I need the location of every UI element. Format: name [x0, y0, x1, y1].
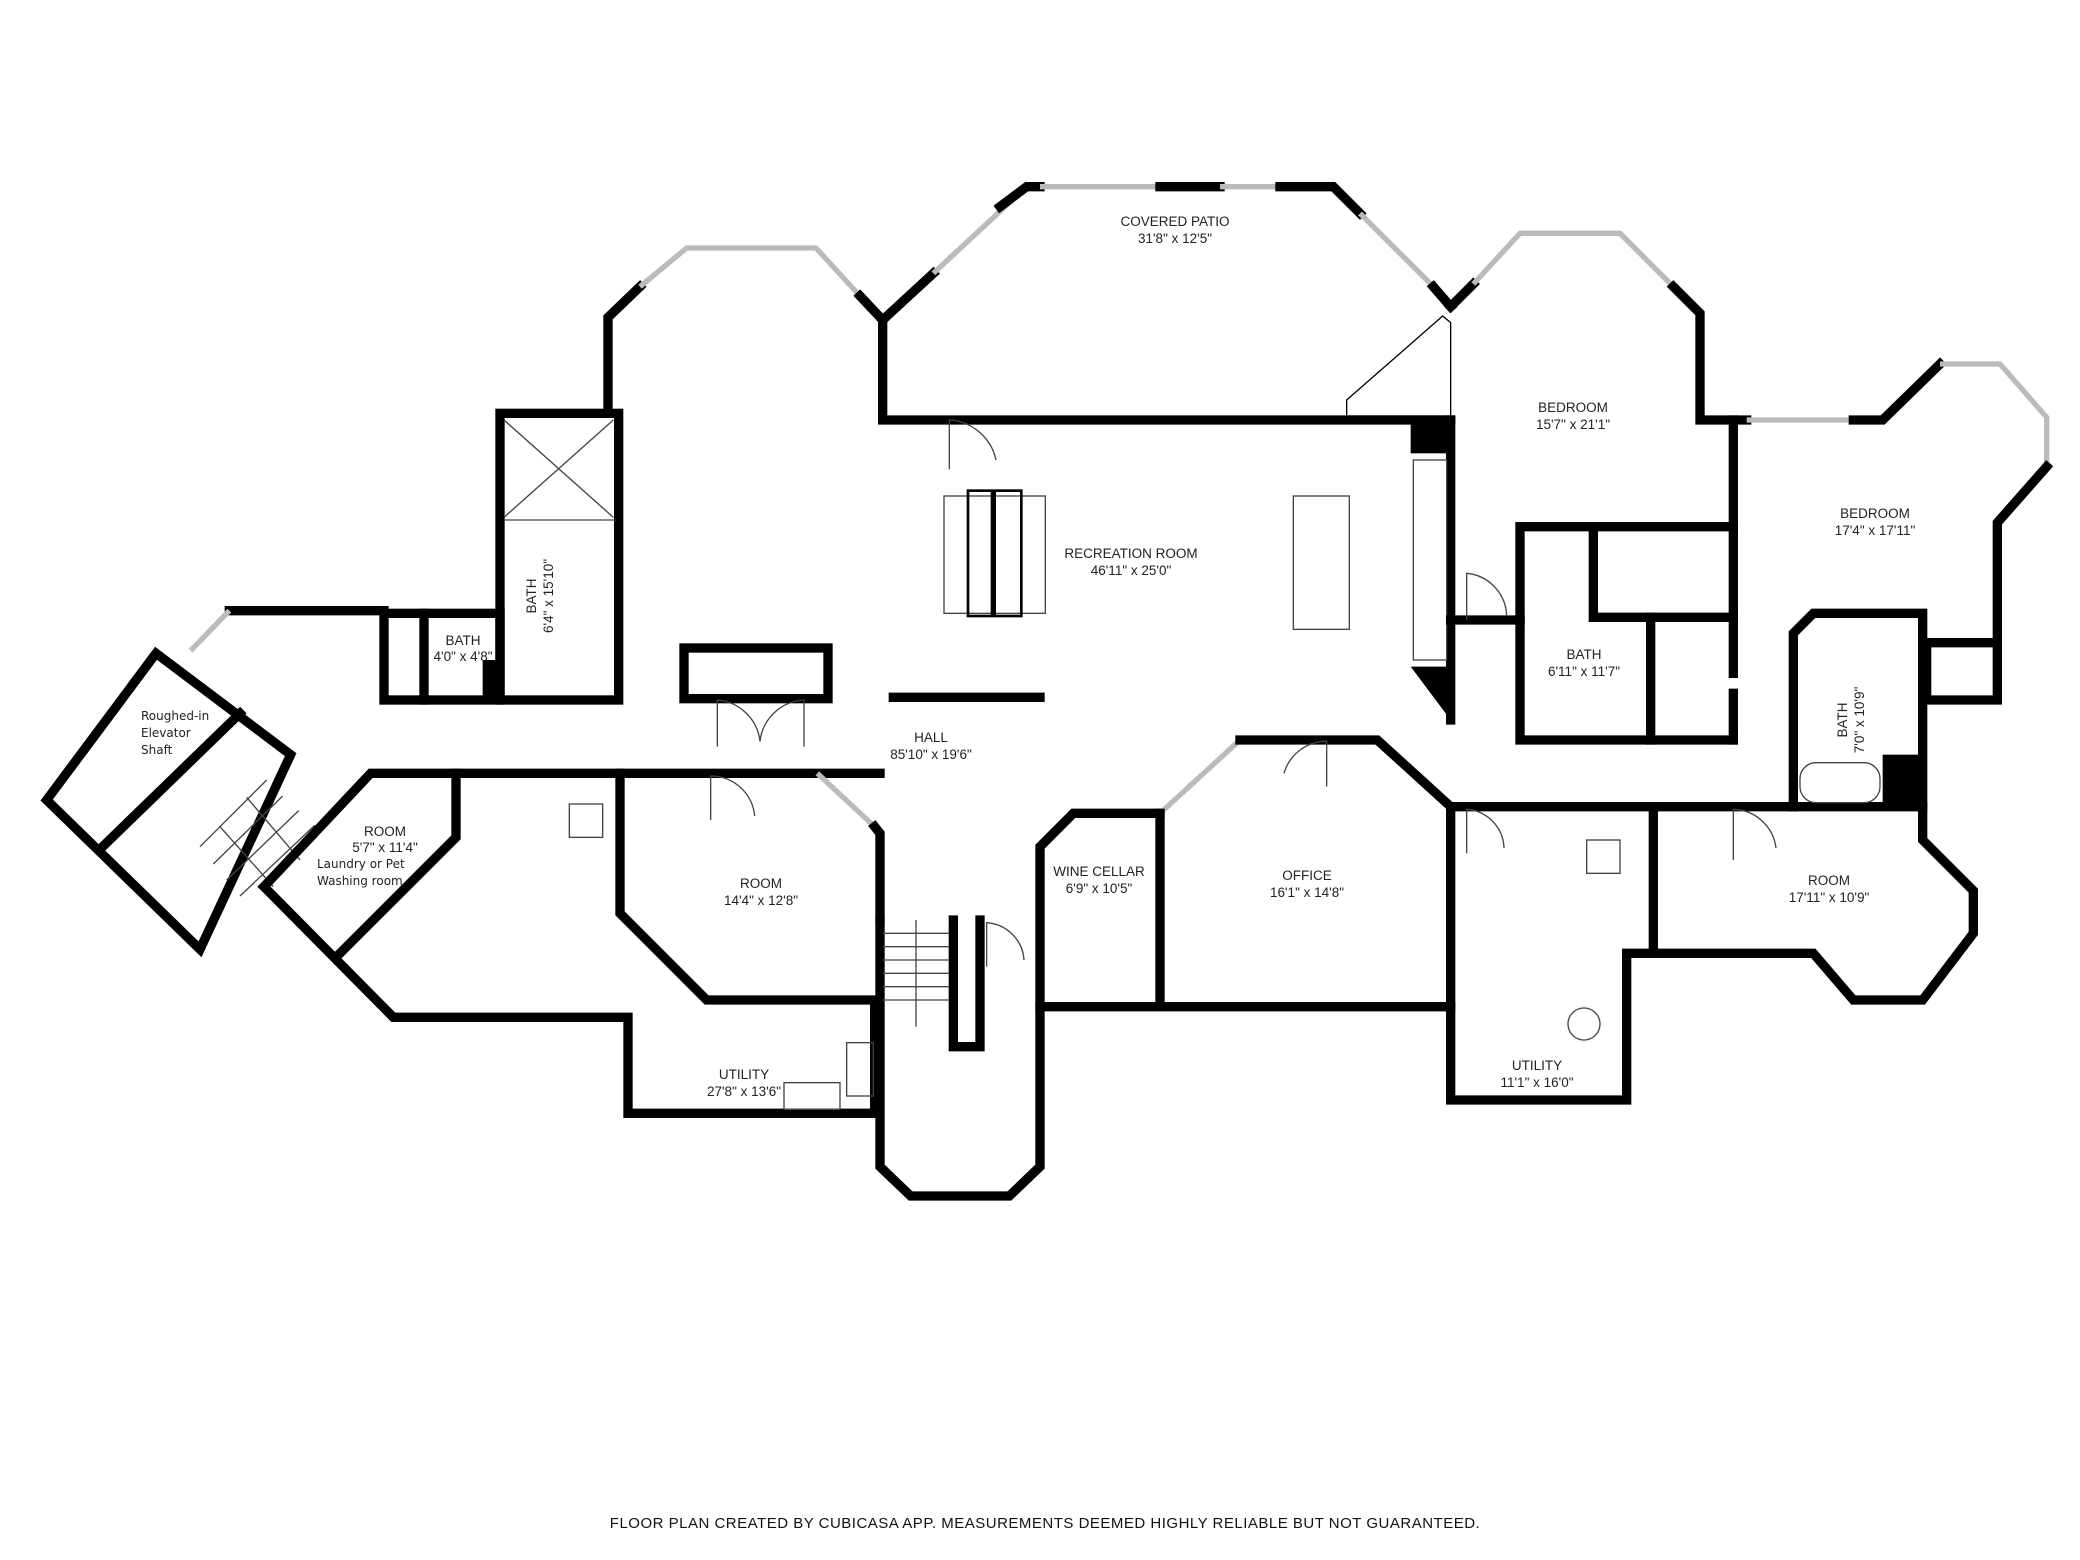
bath-small-size: 4'0" x 4'8"	[433, 649, 492, 664]
hall-name: HALL	[914, 730, 948, 745]
walls	[40, 181, 2054, 1201]
bath-center-right-size: 6'11" x 11'7"	[1548, 664, 1620, 679]
bath-right-name: BATH	[1835, 702, 1850, 737]
bedroom-2-size: 17'4" x 17'11"	[1835, 523, 1916, 538]
footer-disclaimer: FLOOR PLAN CREATED BY CUBICASA APP. MEAS…	[610, 1515, 1480, 1532]
room-right-name: ROOM	[1808, 873, 1850, 888]
covered-patio-size: 31'8" x 12'5"	[1138, 231, 1212, 246]
room-labels: COVERED PATIO 31'8" x 12'5" RECREATION R…	[141, 214, 1915, 1099]
bath-small-name: BATH	[445, 633, 480, 648]
laundry-room-note1: Laundry or Pet	[317, 857, 405, 871]
utility-left-name: UTILITY	[719, 1067, 769, 1082]
bedroom-1-size: 15'7" x 21'1"	[1536, 417, 1610, 432]
bedroom-2-name: BEDROOM	[1840, 506, 1910, 521]
room-center-left-size: 14'4" x 12'8"	[724, 893, 798, 908]
laundry-room-name: ROOM	[364, 824, 406, 839]
elevator-line1: Roughed-in	[141, 709, 209, 723]
room-right-size: 17'11" x 10'9"	[1789, 890, 1870, 905]
recreation-room-name: RECREATION ROOM	[1064, 546, 1197, 561]
wine-cellar-name: WINE CELLAR	[1053, 864, 1145, 879]
bedroom-1-name: BEDROOM	[1538, 400, 1608, 415]
bath-center-right-name: BATH	[1566, 647, 1601, 662]
hall-size: 85'10" x 19'6"	[890, 747, 972, 762]
bath-left-tall-size: 6'4" x 15'10"	[541, 559, 556, 633]
elevator-line2: Elevator	[141, 726, 191, 740]
recreation-room-size: 46'11" x 25'0"	[1091, 563, 1172, 578]
laundry-room-note2: Washing room	[317, 874, 403, 888]
office-name: OFFICE	[1282, 868, 1332, 883]
bath-right-size: 7'0" x 10'9"	[1852, 687, 1867, 754]
laundry-room-size: 5'7" x 11'4"	[352, 840, 418, 855]
utility-right-name: UTILITY	[1512, 1058, 1562, 1073]
elevator-line3: Shaft	[141, 743, 173, 757]
covered-patio-name: COVERED PATIO	[1120, 214, 1229, 229]
utility-left-size: 27'8" x 13'6"	[707, 1084, 781, 1099]
room-center-left-name: ROOM	[740, 876, 782, 891]
wine-cellar-size: 6'9" x 10'5"	[1066, 881, 1133, 896]
utility-right-size: 11'1" x 16'0"	[1500, 1075, 1573, 1090]
bath-left-tall-name: BATH	[524, 578, 539, 613]
office-size: 16'1" x 14'8"	[1270, 885, 1344, 900]
